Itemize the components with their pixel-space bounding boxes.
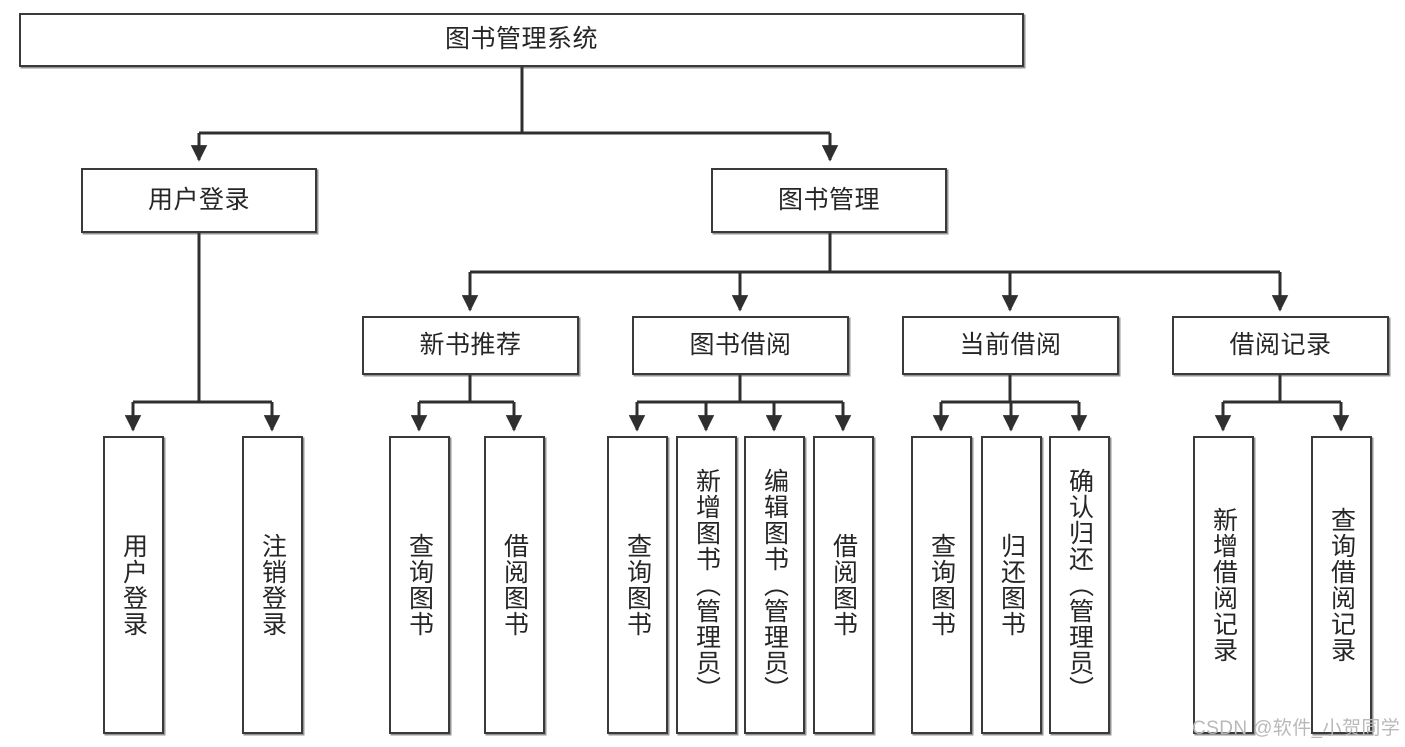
leaf-borrow-book[interactable]: 借阅图书 <box>813 436 874 734</box>
node-book-management[interactable]: 图书管理 <box>711 168 947 233</box>
leaf-query-book-recommend-label: 查询图书 <box>405 533 434 637</box>
leaf-user-login-label: 用户登录 <box>119 533 148 637</box>
leaf-edit-book-admin-label: 编辑图书（管理员） <box>760 468 789 702</box>
leaf-add-borrow-record-label: 新增借阅记录 <box>1209 507 1238 663</box>
node-new-book-recommend[interactable]: 新书推荐 <box>362 316 579 375</box>
node-root-label: 图书管理系统 <box>444 25 598 54</box>
leaf-return-book-label: 归还图书 <box>997 533 1026 637</box>
leaf-logout-label: 注销登录 <box>258 533 287 637</box>
node-user-login[interactable]: 用户登录 <box>81 168 317 233</box>
leaf-borrow-book-recommend-label: 借阅图书 <box>500 533 529 637</box>
leaf-user-login[interactable]: 用户登录 <box>103 436 164 734</box>
leaf-confirm-return-admin-label: 确认归还（管理员） <box>1065 468 1094 702</box>
leaf-query-borrow-record-label: 查询借阅记录 <box>1327 507 1356 663</box>
leaf-add-borrow-record[interactable]: 新增借阅记录 <box>1193 436 1254 734</box>
node-borrow-record-label: 借阅记录 <box>1229 330 1332 359</box>
leaf-confirm-return-admin[interactable]: 确认归还（管理员） <box>1049 436 1110 734</box>
leaf-logout[interactable]: 注销登录 <box>242 436 303 734</box>
leaf-query-book-borrow-label: 查询图书 <box>623 533 652 637</box>
node-current-borrow-label: 当前借阅 <box>959 330 1062 359</box>
leaf-query-book-borrow[interactable]: 查询图书 <box>607 436 668 734</box>
node-root[interactable]: 图书管理系统 <box>19 13 1024 67</box>
leaf-return-book[interactable]: 归还图书 <box>981 436 1042 734</box>
node-book-management-label: 图书管理 <box>777 185 880 214</box>
leaf-borrow-book-recommend[interactable]: 借阅图书 <box>484 436 545 734</box>
leaf-borrow-book-label: 借阅图书 <box>829 533 858 637</box>
node-current-borrow[interactable]: 当前借阅 <box>902 316 1119 375</box>
leaf-add-book-admin-label: 新增图书（管理员） <box>692 468 721 702</box>
node-user-login-label: 用户登录 <box>147 185 250 214</box>
node-new-book-recommend-label: 新书推荐 <box>419 330 522 359</box>
leaf-query-book-current[interactable]: 查询图书 <box>911 436 972 734</box>
leaf-query-book-current-label: 查询图书 <box>927 533 956 637</box>
leaf-query-borrow-record[interactable]: 查询借阅记录 <box>1311 436 1372 734</box>
node-book-borrow[interactable]: 图书借阅 <box>632 316 849 375</box>
watermark: CSDN @软件_小贺同学 <box>1192 718 1401 739</box>
node-book-borrow-label: 图书借阅 <box>689 330 792 359</box>
leaf-edit-book-admin[interactable]: 编辑图书（管理员） <box>744 436 805 734</box>
node-borrow-record[interactable]: 借阅记录 <box>1172 316 1389 375</box>
leaf-add-book-admin[interactable]: 新增图书（管理员） <box>676 436 737 734</box>
leaf-query-book-recommend[interactable]: 查询图书 <box>389 436 450 734</box>
